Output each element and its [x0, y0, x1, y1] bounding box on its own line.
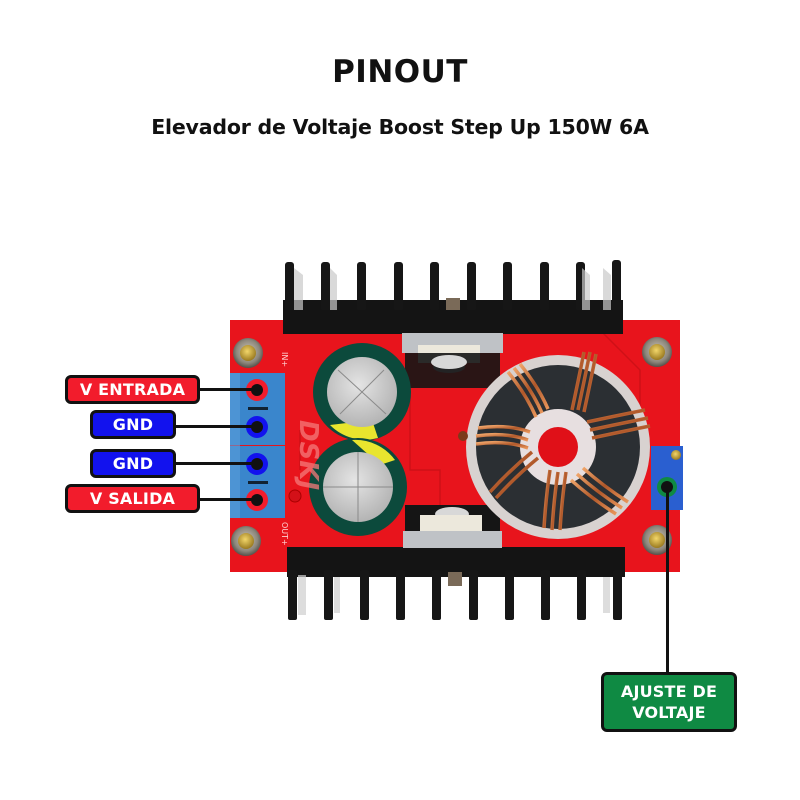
silkscreen-logo: DSKJ	[293, 420, 323, 490]
mounting-nut-bottom-right	[642, 525, 672, 555]
mounting-nut-bottom-left	[231, 526, 261, 556]
mounting-nut-top-right	[642, 337, 672, 367]
pin-label-gnd-1: GND	[90, 410, 176, 439]
pin-label-gnd-2: GND	[90, 449, 176, 478]
page-title: PINOUT	[332, 54, 468, 90]
bottom-heatsink	[287, 547, 625, 620]
voltage-adjust-label: AJUSTE DE VOLTAJE	[601, 672, 737, 732]
capacitor-2	[309, 438, 407, 536]
power-led	[288, 489, 302, 503]
connector-line-gnd-1	[174, 425, 258, 428]
voltage-adjust-line2: VOLTAJE	[632, 703, 706, 722]
silkscreen-out: OUT+	[280, 522, 289, 546]
mosfet-bottom	[403, 505, 502, 548]
toroid-inductor	[458, 351, 651, 539]
connector-line-adjust	[666, 487, 669, 674]
silkscreen-in: IN+	[280, 352, 289, 367]
pin-label-vout: V SALIDA	[65, 484, 200, 513]
pin-label-vin: V ENTRADA	[65, 375, 200, 404]
mounting-nut-top-left	[233, 338, 263, 368]
capacitor-1	[313, 343, 411, 441]
connector-line-gnd-2	[174, 462, 258, 465]
mosfet-top	[402, 333, 503, 388]
connector-line-vin	[198, 388, 258, 391]
page-subtitle: Elevador de Voltaje Boost Step Up 150W 6…	[151, 115, 649, 139]
connector-line-vout	[198, 498, 258, 501]
voltage-adjust-line1: AJUSTE DE	[620, 682, 718, 701]
